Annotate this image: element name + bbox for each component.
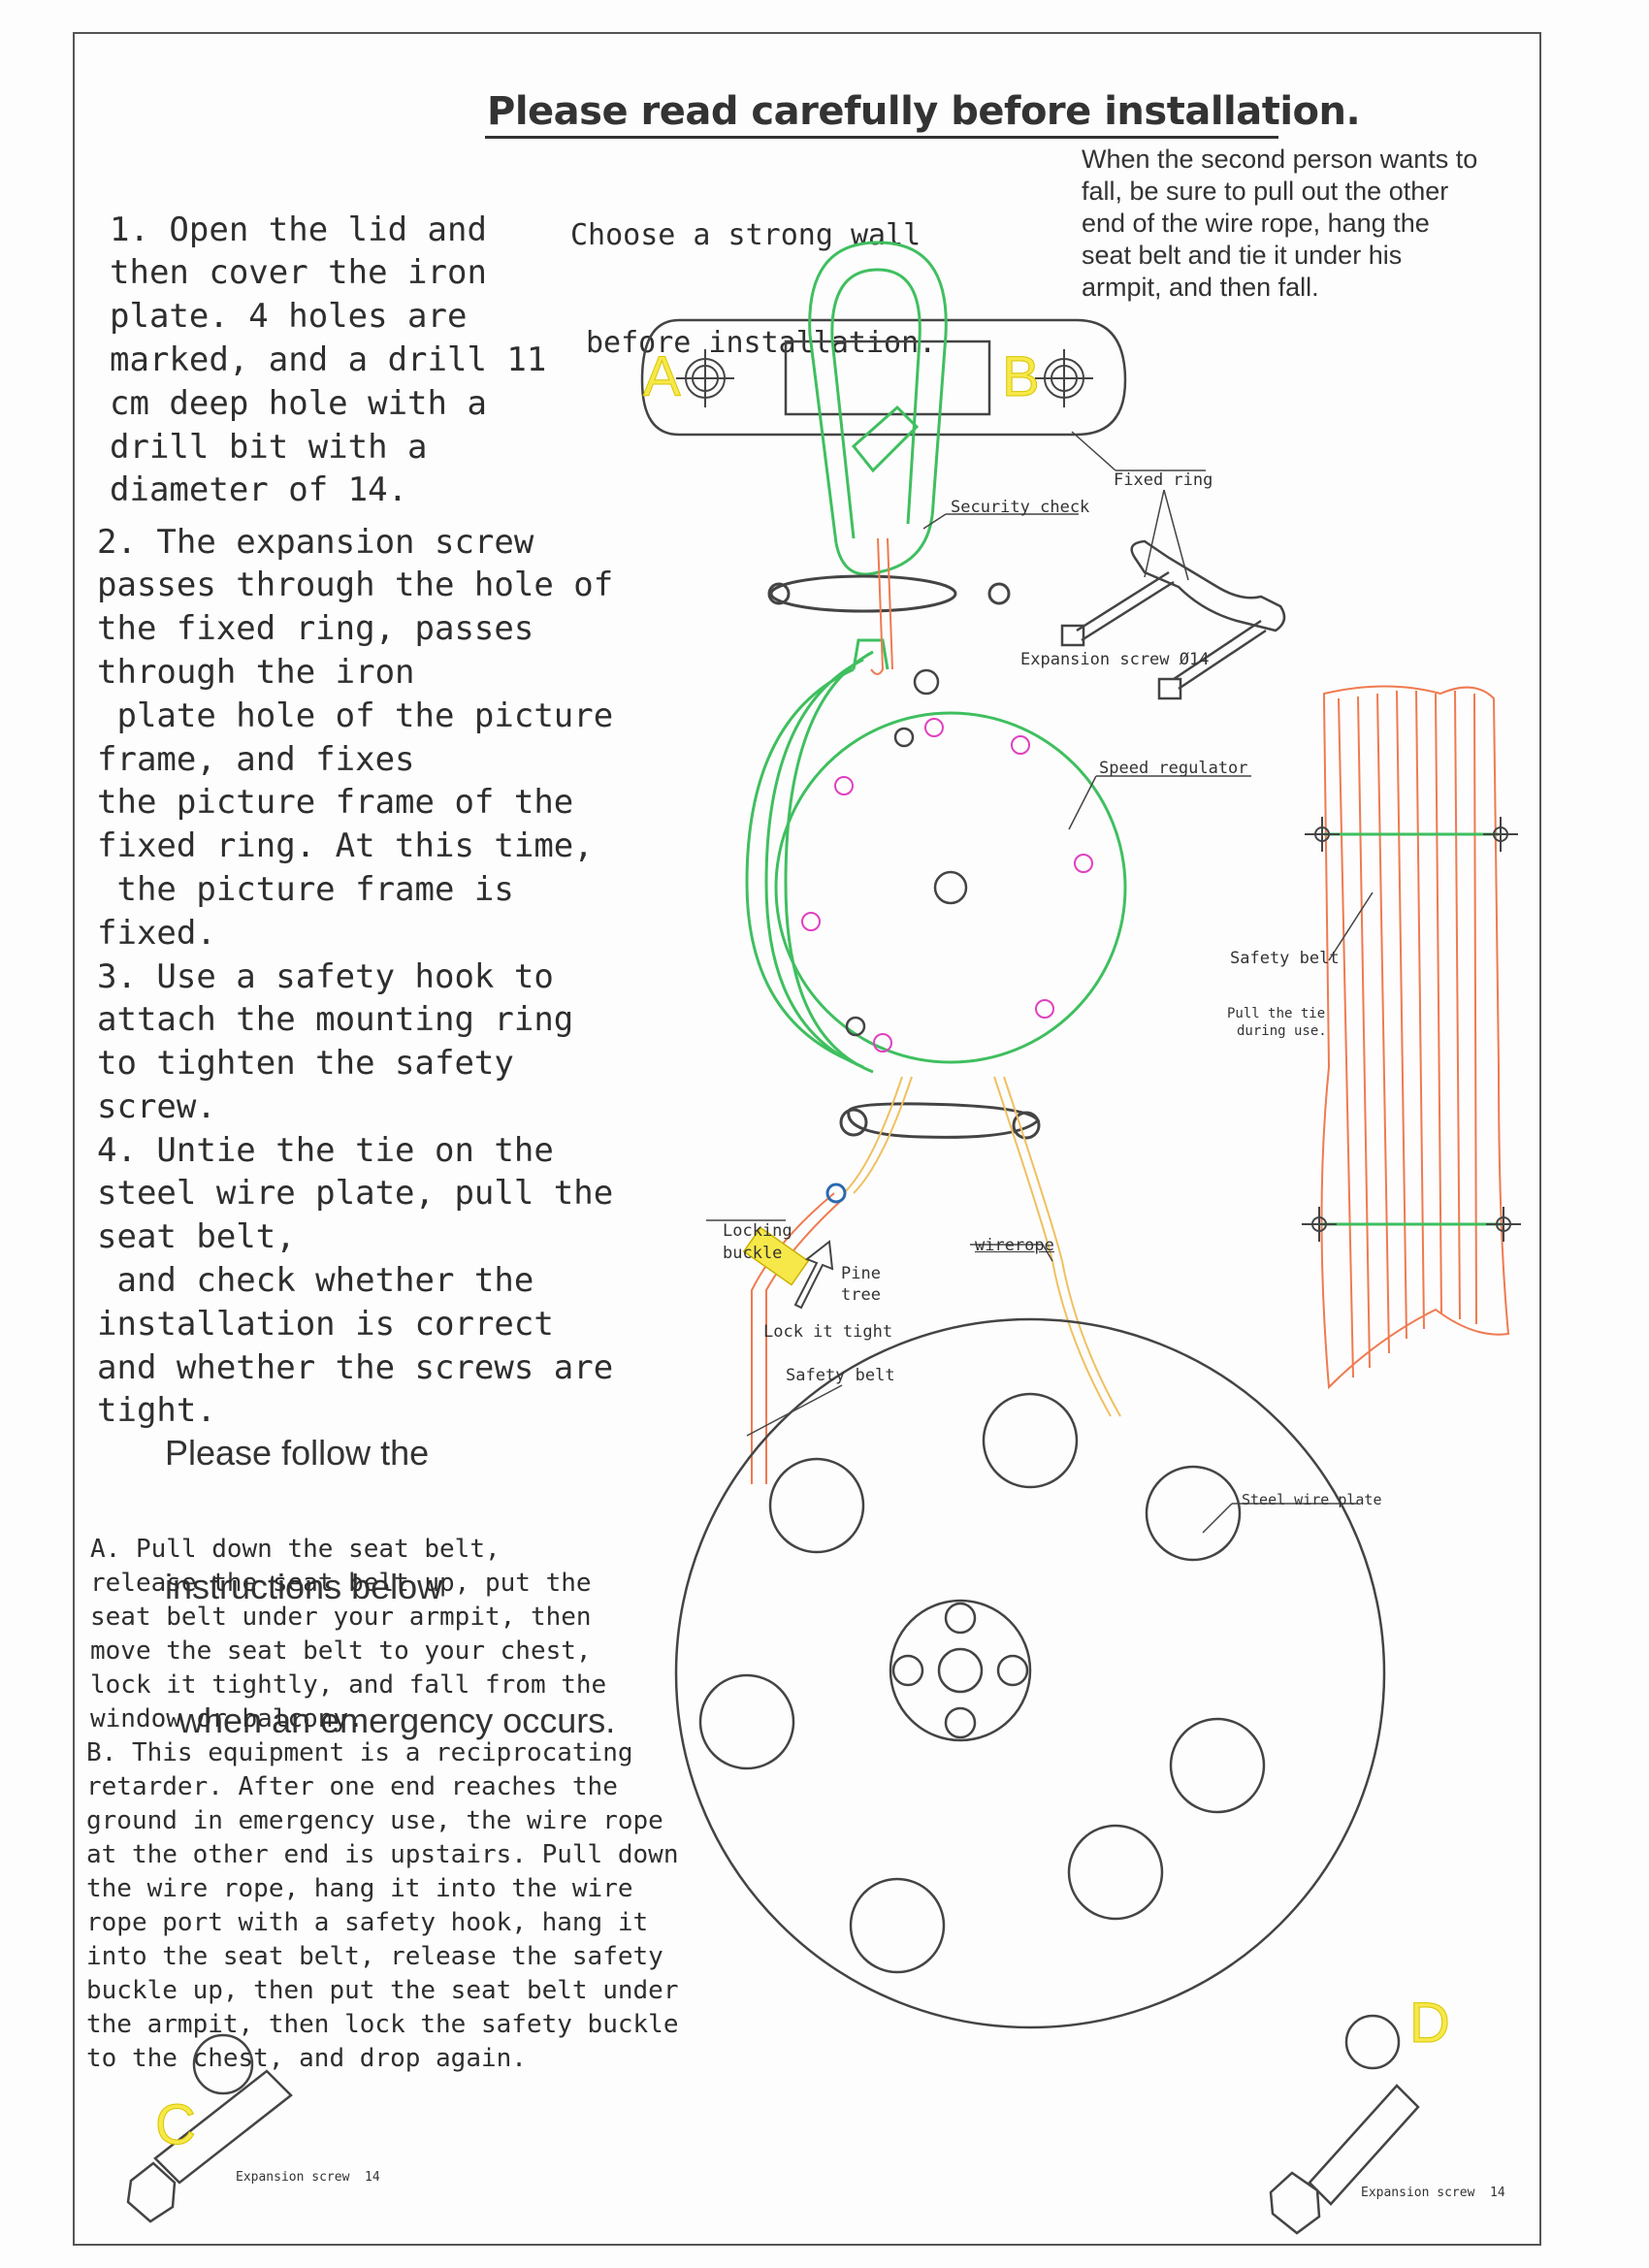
speed-regulator: [745, 638, 1127, 1074]
note-line: Choose a strong wall: [570, 218, 922, 252]
belt-ties: [1321, 832, 1502, 1226]
label-expansion-screw-d: Expansion screw 14: [1361, 2186, 1505, 2200]
note-line: end of the wire rope, hang the: [1082, 209, 1430, 238]
note-line: When the second person wants to: [1082, 145, 1478, 174]
leader-lines: [706, 431, 1374, 1534]
lower-ring: [839, 1102, 1041, 1140]
label-security-check: Security check: [951, 498, 1090, 517]
regulator-holes: [845, 668, 968, 1037]
lock-arrow: [793, 1240, 834, 1310]
title-underline: [485, 136, 1278, 139]
label-safety-belt-2: Safety belt: [786, 1366, 895, 1385]
note-strong-wall: Choose a strong wall before installation…: [570, 146, 936, 397]
marker-b: B: [1002, 345, 1040, 408]
label-safety-belt: Safety belt: [1230, 949, 1340, 968]
note-line: fall, be sure to pull out the other: [1082, 177, 1449, 206]
steel-wire-plate: [674, 1317, 1386, 2029]
security-ring: [767, 574, 1011, 613]
page-frame: [73, 32, 1541, 2246]
mount-hole-a: [676, 349, 734, 407]
fixed-ring: [1060, 539, 1286, 700]
label-lock-it-tight: Lock it tight: [763, 1322, 893, 1342]
label-steel-wire-plate: Steel wire plate: [1242, 1491, 1382, 1508]
marker-d: D: [1409, 1992, 1450, 2055]
label-expansion-screw-c: Expansion screw 14: [236, 2170, 380, 2185]
marker-c: C: [155, 2093, 196, 2156]
label-speed-regulator: Speed regulator: [1099, 759, 1248, 778]
safety-belt-strap: [751, 537, 893, 1484]
instruction-a: A. Pull down the seat belt,release the s…: [90, 1535, 607, 1733]
emergency-heading: Please follow the instructions below whe…: [165, 1433, 616, 1740]
note-line: seat belt and tie it under his: [1082, 241, 1403, 270]
locking-buckle: [742, 1226, 810, 1286]
safety-hook: [808, 241, 948, 576]
expansion-screw-c: [126, 2033, 293, 2223]
page-title: Please read carefully before installatio…: [487, 89, 1361, 134]
note-line: before installation.: [586, 326, 937, 360]
pine-tree-clip: [825, 1183, 847, 1204]
regulator-bolts: [801, 718, 1093, 1053]
label-fixed-ring: Fixed ring: [1114, 470, 1213, 490]
belt-crosses: [1302, 817, 1521, 1242]
marker-a: A: [643, 345, 681, 408]
expansion-screw-d: [1269, 2014, 1420, 2235]
label-expansion-screw: Expansion screw Ø14: [1020, 650, 1210, 669]
label-wirerope: wirerope: [975, 1236, 1054, 1255]
safety-belt-right: [1320, 685, 1510, 1390]
mount-hole-b: [1035, 349, 1093, 407]
note-line: armpit, and then fall.: [1082, 273, 1319, 302]
note-second-person: When the second person wants to fall, be…: [1082, 144, 1477, 304]
